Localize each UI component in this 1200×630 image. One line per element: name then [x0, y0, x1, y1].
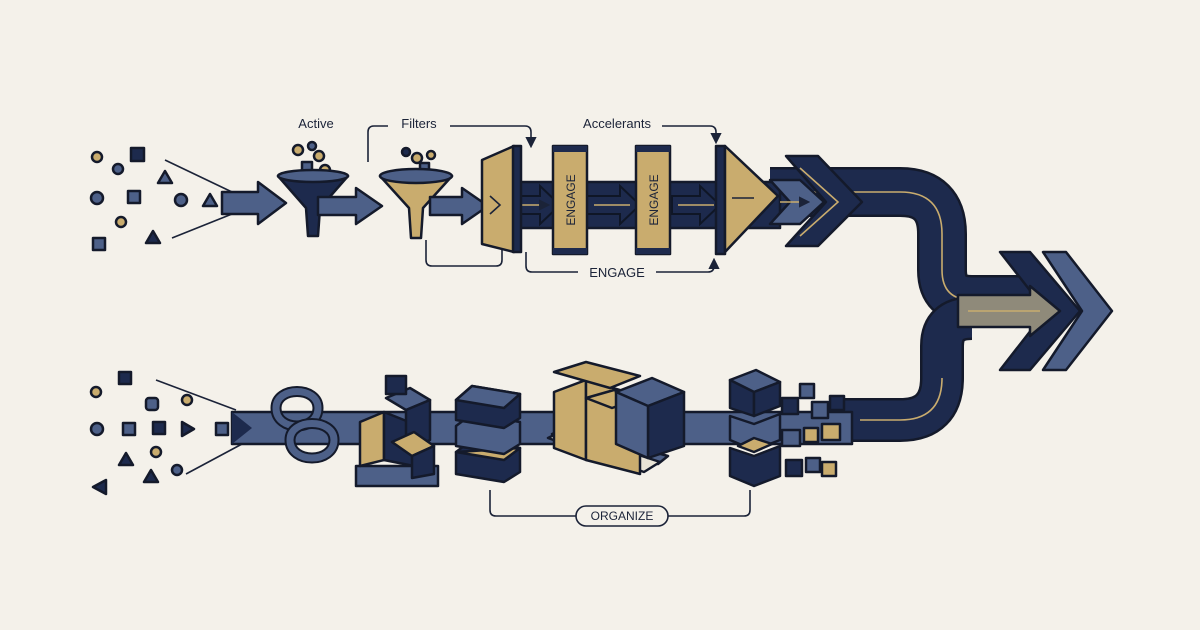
- arrow-1: [220, 180, 288, 226]
- small-cubes: [780, 382, 846, 478]
- tall-stack: [728, 368, 782, 488]
- stacked-slabs: [454, 384, 522, 484]
- arrow-2: [316, 186, 384, 226]
- puzzle-cluster: [354, 374, 440, 488]
- bottom-input-shapes: [89, 370, 230, 496]
- top-chevrons: [768, 154, 864, 248]
- filter-group-bracket: [425, 240, 503, 267]
- engage-bracket: [525, 252, 714, 273]
- linked-rings: [270, 386, 340, 464]
- output-arrow: [956, 250, 1114, 372]
- label-accelerants: Accelerants: [583, 116, 651, 131]
- label-active: Active: [298, 116, 333, 131]
- organize-pill: [575, 505, 669, 527]
- label-filters: Filters: [401, 116, 437, 131]
- top-input-shapes: [89, 146, 219, 252]
- top-input-funnel-lines: [164, 159, 233, 239]
- arrow-3: [428, 186, 490, 226]
- filters-bracket: [367, 125, 531, 162]
- engage-panel-2-text: ENGAGE: [647, 174, 661, 225]
- engage-panel-1: ENGAGE: [551, 144, 589, 256]
- engage-panel-1-text: ENGAGE: [564, 174, 578, 225]
- engage-panel-2: ENGAGE: [634, 144, 672, 256]
- gold-blocks: [546, 360, 686, 476]
- bottom-input-lines: [155, 379, 243, 475]
- funnel-light: [378, 146, 454, 240]
- label-engage-bottom: ENGAGE: [589, 265, 645, 280]
- gold-panel-left: [480, 144, 516, 254]
- label-organize: ORGANIZE: [591, 509, 654, 523]
- accelerants-arrow: [662, 125, 722, 145]
- accelerant-panel: [714, 144, 780, 256]
- funnel-dark: [276, 140, 350, 238]
